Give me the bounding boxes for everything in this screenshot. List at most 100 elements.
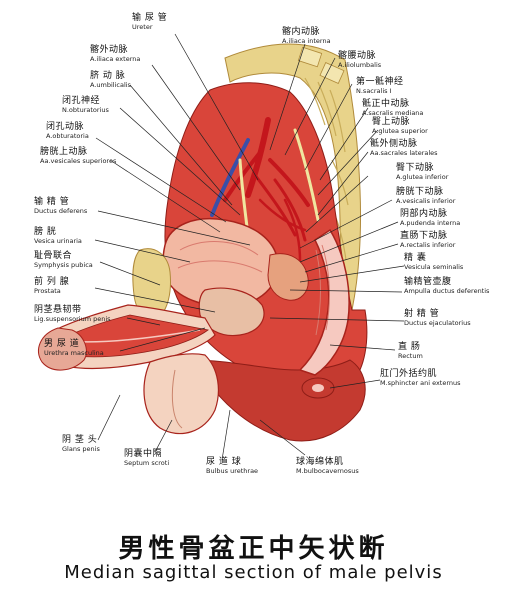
label-iliaca-externa-zh: 髂外动脉 xyxy=(90,45,129,55)
label-glutea-inf-zh: 臀下动脉 xyxy=(396,163,435,173)
label-a-obturatoria: 闭孔动脉 A.obturatoria xyxy=(46,123,89,140)
label-ureter: 输 尿 管 Ureter xyxy=(132,14,167,31)
label-vesicula: 精 囊 Vesicula seminalis xyxy=(404,254,463,271)
label-glutea-sup: 臀上动脉 A.glutea superior xyxy=(372,118,428,135)
label-pudenda-la: A.pudenda interna xyxy=(400,219,461,227)
label-sacralis-med-zh: 骶正中动脉 xyxy=(362,99,410,109)
label-ureter-la: Ureter xyxy=(132,23,153,31)
iliac-vessels xyxy=(210,117,320,262)
label-iliaca-externa-la: A.iliaca externa xyxy=(90,55,141,63)
label-bulbocav: 球海绵体肌 M.bulbocavernosus xyxy=(296,458,359,475)
label-rectalis-inf: 直肠下动脉 A.rectalis inferior xyxy=(400,232,455,249)
label-prostata-zh: 前 列 腺 xyxy=(34,277,70,287)
label-umbilicalis-zh: 脐 动 脉 xyxy=(90,71,126,81)
label-iliaca-interna: 髂内动脉 A.iliaca interna xyxy=(282,28,331,45)
label-vesicalis-inf-la: A.vesicalis inferior xyxy=(396,197,456,205)
label-bulbus-la: Bulbus urethrae xyxy=(206,467,259,475)
glans-penis xyxy=(38,327,87,371)
label-bulbocav-la: M.bulbocavernosus xyxy=(296,467,359,475)
label-vesicalis-inf: 膀胱下动脉 A.vesicalis inferior xyxy=(396,188,455,205)
label-ductus-deferens: 输 精 管 Ductus deferens xyxy=(34,198,87,215)
scrotum xyxy=(143,353,219,435)
label-vesica-la: Vesica urinaria xyxy=(34,237,82,245)
label-iliaca-interna-zh: 髂内动脉 xyxy=(282,27,321,37)
label-ductus-deferens-zh: 输 精 管 xyxy=(34,197,70,207)
label-rectum-la: Rectum xyxy=(398,352,423,360)
label-glans-zh: 阴 茎 头 xyxy=(62,435,98,445)
label-sacrales-lat: 骶外侧动脉 Aa.sacrales laterales xyxy=(370,140,438,157)
label-ampulla: 输精管壶腹 Ampulla ductus deferentis xyxy=(404,278,492,295)
label-n-obturatorius-la: N.obturatorius xyxy=(62,106,109,114)
title-english: Median sagittal section of male pelvis xyxy=(64,562,443,583)
label-septum-zh: 阴囊中隔 xyxy=(124,449,163,459)
label-iliaca-externa: 髂外动脉 A.iliaca externa xyxy=(90,46,140,63)
label-rectum-zh: 直 肠 xyxy=(398,342,421,352)
label-iliaca-interna-la: A.iliaca interna xyxy=(282,37,331,45)
label-lig-penis-zh: 阴茎悬韧带 xyxy=(34,305,82,315)
rectum xyxy=(298,228,350,376)
title-chinese: 男性骨盆正中矢状断 xyxy=(118,534,389,564)
label-glans-la: Glans penis xyxy=(62,445,100,453)
label-symphysis-zh: 耻骨联合 xyxy=(34,251,73,261)
label-sphincter-zh: 肛门外括约肌 xyxy=(380,369,438,379)
label-prostata: 前 列 腺 Prostata xyxy=(34,278,69,295)
label-glutea-inf: 臀下动脉 A.glutea inferior xyxy=(396,164,448,181)
leader-lines xyxy=(94,33,405,461)
label-umbilicalis: 脐 动 脉 A.umbilicalis xyxy=(90,72,131,89)
label-vesicales-sup: 膀胱上动脉 Aa.vesicales superiores xyxy=(40,148,116,165)
label-sphincter: 肛门外括约肌 M.sphincter ani externus xyxy=(380,370,461,387)
label-vesicalis-inf-zh: 膀胱下动脉 xyxy=(396,187,444,197)
label-symphysis-la: Symphysis pubica xyxy=(34,261,93,269)
label-symphysis: 耻骨联合 Symphysis pubica xyxy=(34,252,93,269)
label-iliolumbalis-zh: 髂腰动脉 xyxy=(338,51,377,61)
label-sphincter-la: M.sphincter ani externus xyxy=(380,379,461,387)
label-sacrales-lat-zh: 骶外侧动脉 xyxy=(370,139,418,149)
label-lig-penis: 阴茎悬韧带 Lig.suspensorium penis xyxy=(34,306,111,323)
label-n-obturatorius-zh: 闭孔神经 xyxy=(62,96,101,106)
label-n-sacralis: 第一骶神经 N.sacralis I xyxy=(356,78,404,95)
label-ejaculatorius-la: Ductus ejaculatorius xyxy=(404,319,471,327)
label-urethra-zh: 男 尿 道 xyxy=(44,339,80,349)
label-ejaculatorius: 射 精 管 Ductus ejaculatorius xyxy=(404,310,471,327)
label-bulbus: 尿 道 球 Bulbus urethrae xyxy=(206,458,258,475)
label-ejaculatorius-zh: 射 精 管 xyxy=(404,309,440,319)
label-vesica: 膀 胱 Vesica urinaria xyxy=(34,228,82,245)
label-sacrales-lat-la: Aa.sacrales laterales xyxy=(370,149,438,157)
label-a-obturatoria-zh: 闭孔动脉 xyxy=(46,122,85,132)
seminal-vesicle xyxy=(267,253,309,301)
label-septum: 阴囊中隔 Septum scroti xyxy=(124,450,169,467)
label-bulbocav-zh: 球海绵体肌 xyxy=(296,457,344,467)
label-umbilicalis-la: A.umbilicalis xyxy=(90,81,131,89)
label-glutea-sup-zh: 臀上动脉 xyxy=(372,117,411,127)
label-vesicales-sup-la: Aa.vesicales superiores xyxy=(40,157,117,165)
label-n-sacralis-zh: 第一骶神经 xyxy=(356,77,404,87)
label-n-obturatorius: 闭孔神经 N.obturatorius xyxy=(62,97,109,114)
label-ampulla-zh: 输精管壶腹 xyxy=(404,277,452,287)
label-pudenda: 阴部内动脉 A.pudenda interna xyxy=(400,210,460,227)
label-iliolumbalis-la: A.iliolumbalis xyxy=(338,61,382,69)
label-glutea-sup-la: A.glutea superior xyxy=(372,127,428,135)
label-sacralis-med-la: A.sacralis mediana xyxy=(362,109,424,117)
label-urethra: 男 尿 道 Urethra masculina xyxy=(44,340,104,357)
label-glutea-inf-la: A.glutea inferior xyxy=(396,173,449,181)
label-sacralis-med: 骶正中动脉 A.sacralis mediana xyxy=(362,100,423,117)
label-n-sacralis-la: N.sacralis I xyxy=(356,87,392,95)
label-vesica-zh: 膀 胱 xyxy=(34,227,57,237)
label-vesicula-zh: 精 囊 xyxy=(404,253,427,263)
label-urethra-la: Urethra masculina xyxy=(44,349,104,357)
label-iliolumbalis: 髂腰动脉 A.iliolumbalis xyxy=(338,52,381,69)
label-prostata-la: Prostata xyxy=(34,287,61,295)
label-rectum: 直 肠 Rectum xyxy=(398,343,423,360)
label-ureter-zh: 输 尿 管 xyxy=(132,13,168,23)
label-lig-penis-la: Lig.suspensorium penis xyxy=(34,315,111,323)
label-pudenda-zh: 阴部内动脉 xyxy=(400,209,448,219)
label-rectalis-inf-la: A.rectalis inferior xyxy=(400,241,456,249)
label-bulbus-zh: 尿 道 球 xyxy=(206,457,242,467)
label-glans: 阴 茎 头 Glans penis xyxy=(62,436,100,453)
label-a-obturatoria-la: A.obturatoria xyxy=(46,132,89,140)
label-ductus-deferens-la: Ductus deferens xyxy=(34,207,88,215)
label-rectalis-inf-zh: 直肠下动脉 xyxy=(400,231,448,241)
label-septum-la: Septum scroti xyxy=(124,459,170,467)
prostate xyxy=(198,287,265,337)
